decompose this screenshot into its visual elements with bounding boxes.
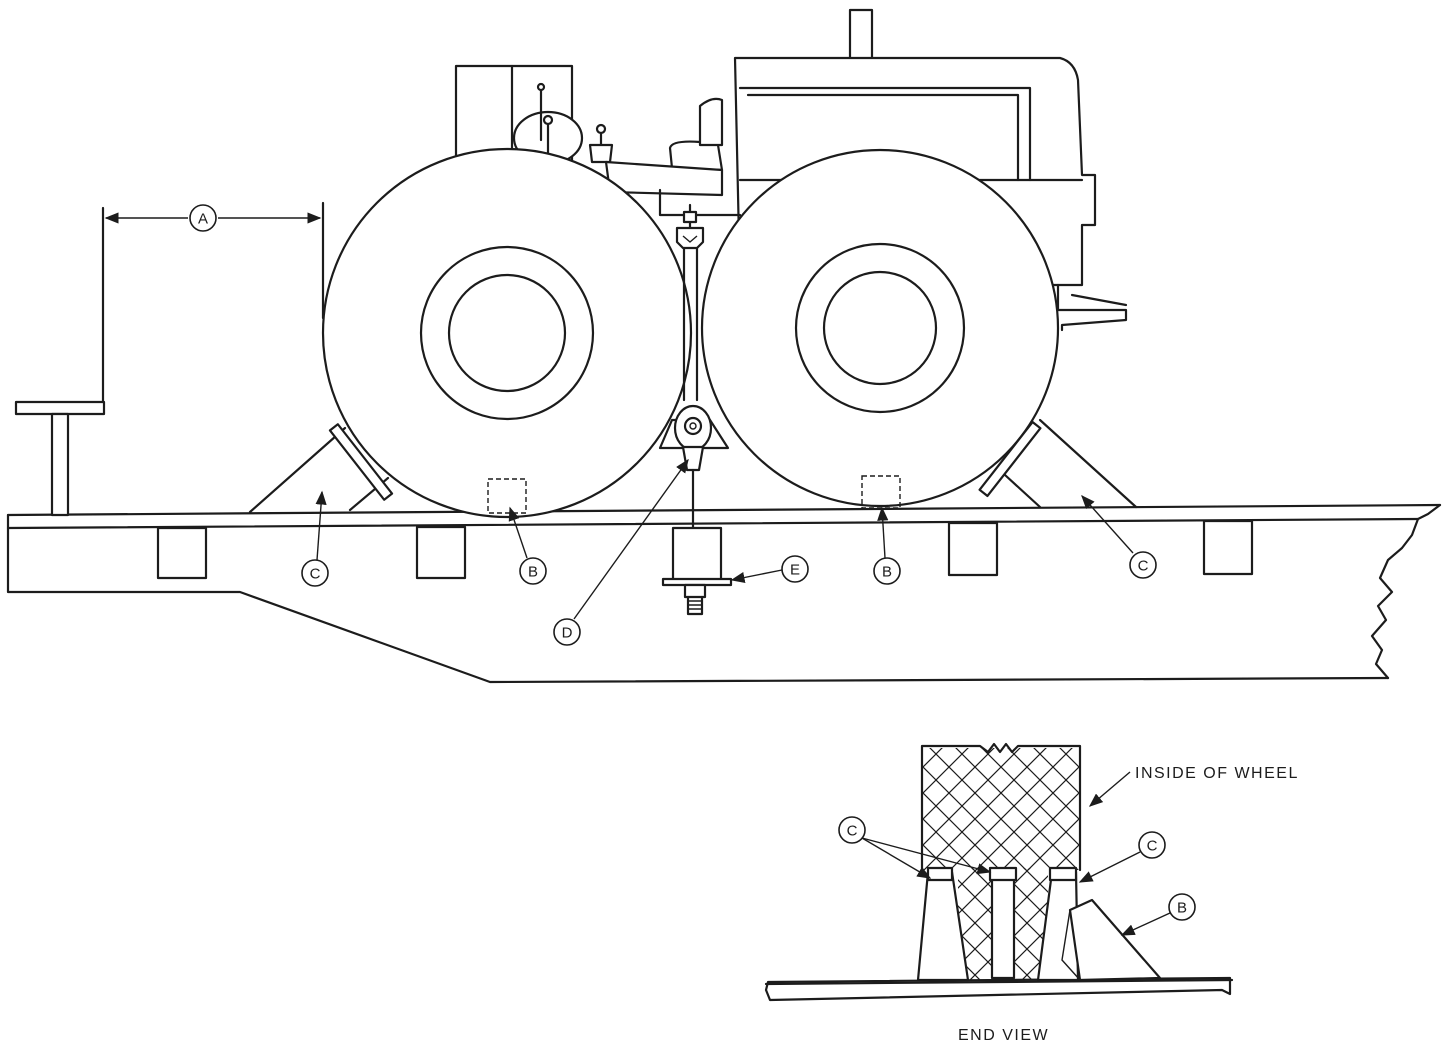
trailer-bed	[6, 503, 1442, 684]
wheel-section-hatch	[922, 748, 1080, 870]
callout-e: E	[730, 555, 809, 584]
callout-end-c-right-label: C	[1147, 838, 1158, 855]
callout-b-left: B	[508, 506, 547, 585]
wheel-rear	[321, 147, 693, 519]
crossmember-2	[415, 525, 467, 580]
callout-b-left-label: B	[528, 564, 538, 581]
callout-end-c-left: C	[838, 816, 992, 879]
chock-block-b-left	[487, 478, 527, 514]
inside-of-wheel-label: INSIDE OF WHEEL	[1135, 765, 1299, 782]
wheel-front	[700, 148, 1060, 508]
callout-d-label: D	[562, 625, 573, 642]
wheel-chock-c-left	[248, 423, 394, 514]
crossmember-1	[156, 526, 208, 580]
callout-c-left-label: C	[310, 566, 321, 583]
callout-b-right-label: B	[882, 564, 892, 581]
tie-down-chain	[658, 246, 733, 616]
anchor-block	[671, 526, 723, 582]
callout-c-left: C	[301, 490, 329, 587]
inside-of-wheel-leader	[1088, 771, 1131, 807]
wheel-chock-c-right	[978, 418, 1138, 509]
callout-end-b: B	[1120, 893, 1196, 936]
end-view	[764, 742, 1234, 1002]
callout-a-label: A	[198, 211, 208, 228]
callout-c-right-label: C	[1138, 558, 1149, 575]
bed-post	[14, 400, 106, 517]
crossmember-4	[1202, 519, 1254, 576]
callout-end-b-label: B	[1177, 900, 1187, 917]
callout-end-c-right: C	[1078, 831, 1166, 883]
callout-b-right: B	[873, 506, 901, 585]
callout-c-right: C	[1081, 494, 1157, 579]
callout-a: A	[189, 204, 217, 232]
crossmember-3	[947, 521, 999, 577]
callout-end-c-left-label: C	[847, 823, 858, 840]
end-view-caption: END VIEW	[958, 1027, 1049, 1044]
callout-d: D	[553, 458, 689, 646]
dimension-a	[101, 201, 325, 404]
callout-e-label: E	[790, 562, 800, 579]
